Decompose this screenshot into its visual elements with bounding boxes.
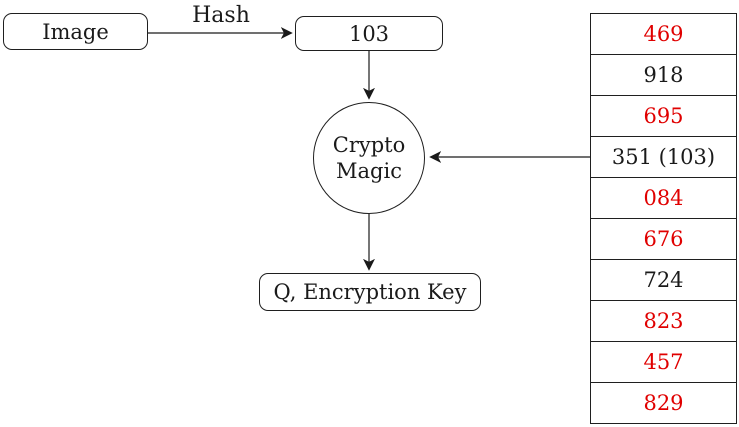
crypto-magic-label-line1: Crypto bbox=[332, 132, 406, 157]
table-row: 695 bbox=[591, 96, 736, 137]
lookup-table: 469 918 695 351 (103) 084 676 724 823 45… bbox=[590, 13, 737, 424]
output-node: Q, Encryption Key bbox=[259, 273, 481, 311]
table-row: 918 bbox=[591, 55, 736, 96]
image-node: Image bbox=[3, 13, 148, 50]
hash-value-node: 103 bbox=[295, 16, 443, 51]
table-row: 829 bbox=[643, 391, 684, 415]
table-row: 823 bbox=[591, 301, 736, 342]
table-row: 676 bbox=[591, 219, 736, 260]
table-row: 469 bbox=[591, 14, 736, 55]
crypto-magic-label-line2: Magic bbox=[336, 159, 402, 183]
table-row: 084 bbox=[591, 178, 736, 219]
crypto-magic-node: Crypto Magic bbox=[313, 102, 425, 214]
table-row: 457 bbox=[591, 342, 736, 383]
table-row: 724 bbox=[591, 260, 736, 301]
table-row: 351 (103) bbox=[591, 137, 736, 178]
hash-edge-label: Hash bbox=[192, 3, 250, 28]
